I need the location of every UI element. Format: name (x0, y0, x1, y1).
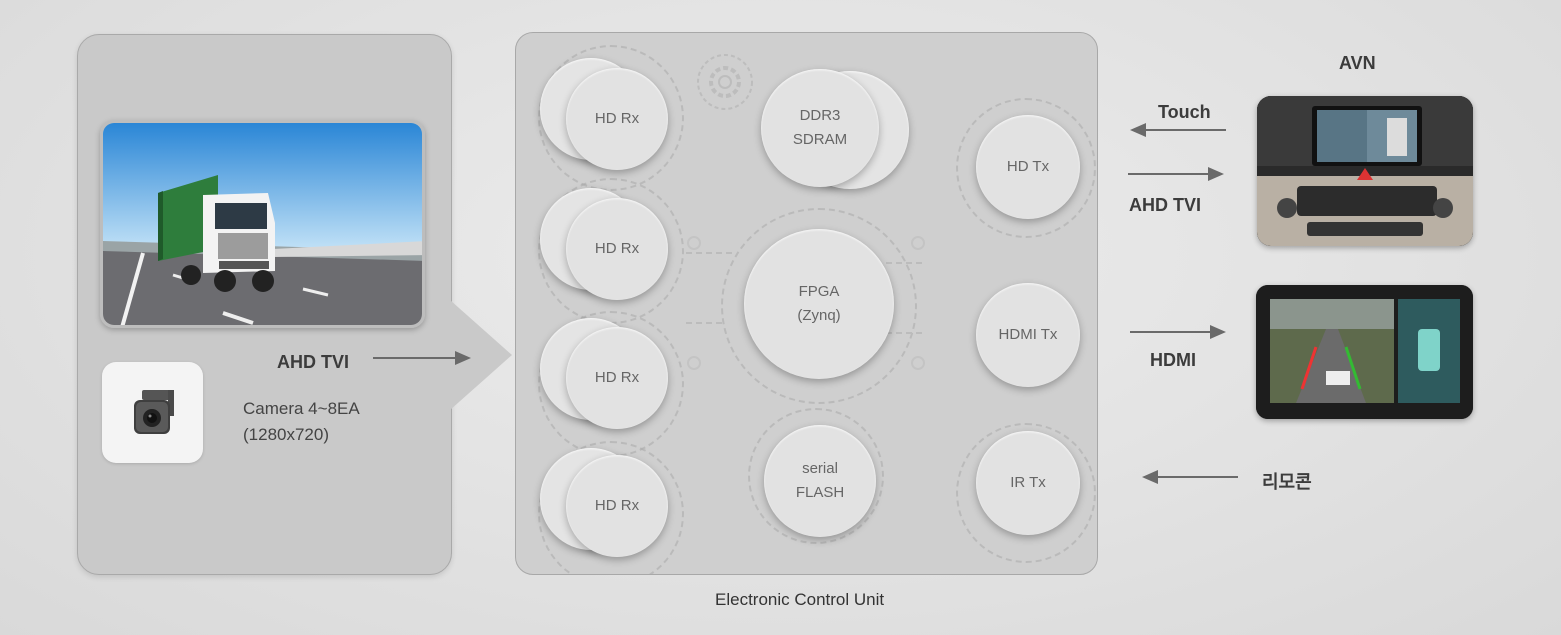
touch-label: Touch (1158, 102, 1211, 122)
serial-label: serial (802, 460, 838, 477)
ahd-tvi-label-right: AHD TVI (1129, 195, 1201, 215)
ecu-panel: HD Rx HD Rx HD Rx HD Rx DDR3 SDRAM FPGA … (515, 32, 1098, 575)
serial-flash: serial FLASH (764, 425, 876, 537)
fpga-zynq: FPGA (Zynq) (744, 229, 894, 379)
camera-description: Camera 4~8EA (1280x720) (243, 396, 360, 448)
arrow-left-icon (1142, 470, 1238, 484)
arrow-left-icon (1130, 123, 1226, 137)
hdmi-tx: HDMI Tx (976, 283, 1080, 387)
circuit-decoration (686, 236, 926, 370)
hd-rx-4: HD Rx (566, 455, 668, 557)
ahd-tvi-label-left: AHD TVI (277, 352, 349, 372)
avn-title: AVN (1339, 53, 1376, 73)
hd-rx-2: HD Rx (566, 198, 668, 300)
hd-rx-3: HD Rx (566, 327, 668, 429)
arrow-right-icon (1130, 325, 1226, 339)
hdmi-monitor-photo (1256, 285, 1473, 419)
camera-resolution: (1280x720) (243, 425, 330, 444)
camera-icon (134, 390, 174, 434)
ir-tx: IR Tx (976, 431, 1080, 535)
gear-icon (697, 54, 753, 110)
flash-label: FLASH (795, 484, 845, 501)
sdram-label: SDRAM (792, 131, 848, 148)
truck-photo (100, 120, 425, 328)
ddr3-sdram: DDR3 SDRAM (761, 69, 879, 187)
camera-tile (102, 362, 203, 463)
remote-label: 리모콘 (1262, 472, 1312, 492)
hd-rx-1: HD Rx (566, 68, 668, 170)
zynq-label: (Zynq) (797, 307, 841, 324)
arrow-right-icon (1128, 167, 1224, 181)
fpga-label: FPGA (798, 283, 840, 300)
camera-count: Camera 4~8EA (243, 399, 360, 418)
ecu-caption: Electronic Control Unit (715, 590, 885, 609)
avn-photo (1257, 96, 1473, 246)
ddr3-label: DDR3 (799, 107, 841, 124)
hd-tx: HD Tx (976, 115, 1080, 219)
hdmi-label: HDMI (1150, 350, 1196, 370)
arrow-right-icon (373, 351, 471, 365)
